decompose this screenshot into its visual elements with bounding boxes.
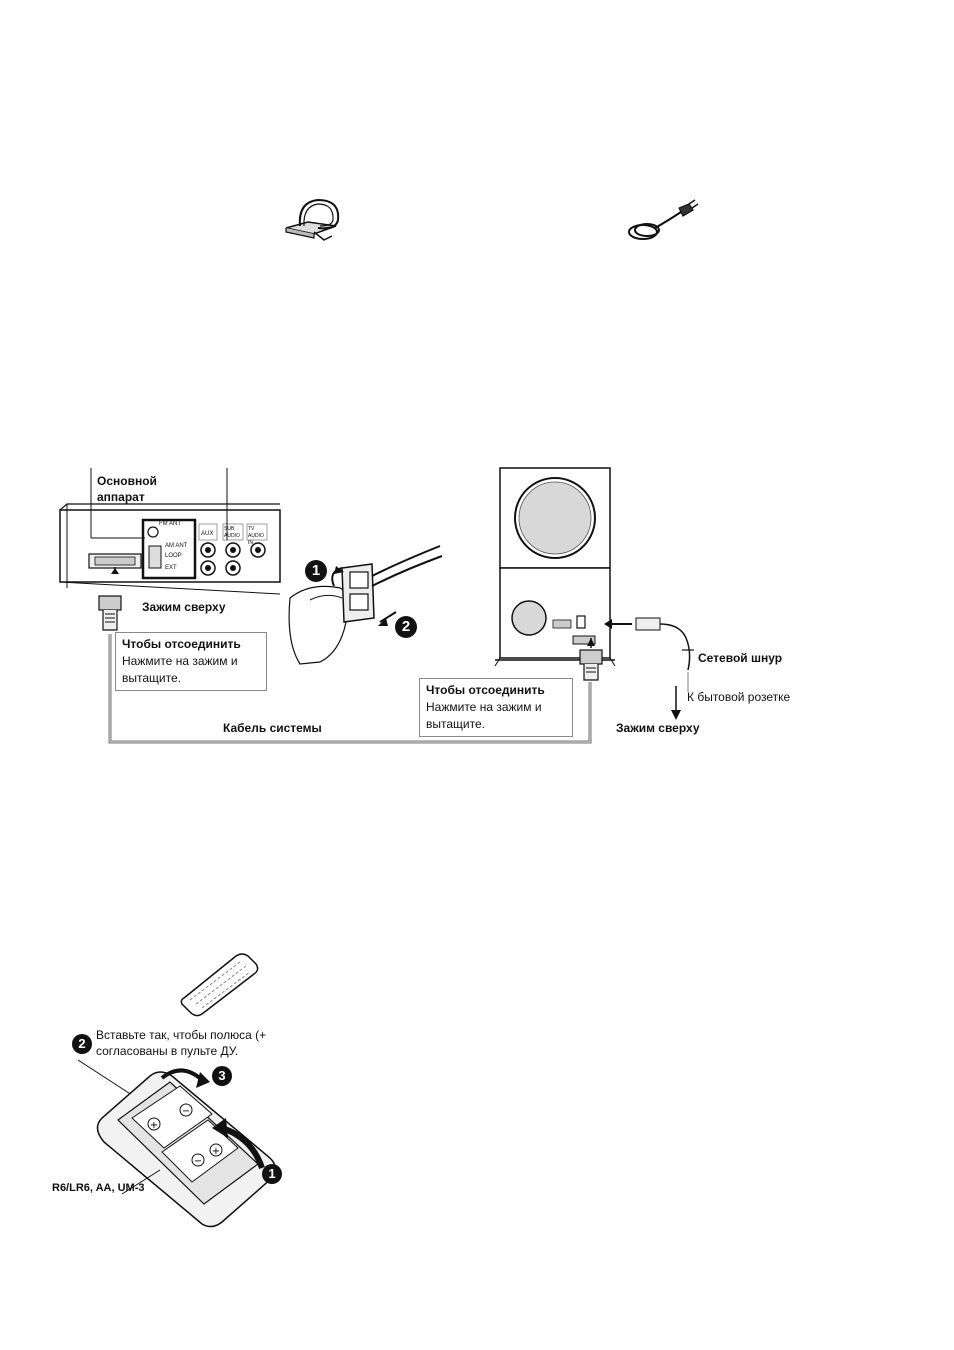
disconnect-right-line1: Нажмите на зажим и [426, 700, 542, 714]
disconnect-left-title: Чтобы отсоединить [122, 637, 241, 651]
clip-top-left-label: Зажим сверху [142, 600, 226, 614]
svg-text:+: + [212, 1146, 220, 1157]
disconnect-left-line1: Нажмите на зажим и [122, 654, 238, 668]
disconnect-left-line2: вытащите. [122, 671, 181, 685]
insert-instruction-line1: Вставьте так, чтобы полюса (+ [96, 1028, 267, 1042]
main-unit-label-line1: Основной [97, 474, 157, 488]
disconnect-left-box: Чтобы отсоединить Нажмите на зажим и выт… [115, 632, 267, 691]
sub-audio-label: SUB AUDIO [224, 526, 240, 539]
disconnect-right-title: Чтобы отсоединить [426, 683, 545, 697]
loop-label: LOOP [165, 553, 182, 559]
power-cord-line [604, 617, 694, 720]
main-unit-leader-lines [90, 468, 228, 540]
disconnect-right-line2: вытащите. [426, 717, 485, 731]
disconnect-right-box: Чтобы отсоединить Нажмите на зажим и выт… [419, 678, 573, 737]
aux-label: AUX [201, 531, 214, 537]
system-cable-label: Кабель системы [223, 721, 322, 735]
system-cable-line [108, 634, 592, 744]
power-cord-icon [628, 199, 699, 240]
hand-pressing-clip [288, 545, 443, 665]
left-cable-plug [98, 595, 122, 631]
loop-antenna-icon [285, 198, 340, 241]
right-cable-plug [579, 638, 603, 681]
am-ant-label: AM ANT [165, 543, 188, 549]
tv-audio-in-label: TV AUDIO IN [248, 526, 264, 546]
insert-instruction-line2: согласованы в пульте ДУ. [96, 1044, 239, 1058]
remote-battery-illustration: + − − + [77, 1059, 277, 1228]
remote-control-icon [180, 953, 259, 1017]
svg-text:+: + [150, 1120, 158, 1131]
svg-text:−: − [182, 1106, 190, 1117]
clip-top-right-label: Зажим сверху [616, 721, 700, 735]
step2-badge: 2 [395, 616, 417, 638]
remote-step2-badge: 2 [72, 1034, 92, 1054]
antenna-jack-panel [141, 518, 268, 580]
remote-step3-badge: 3 [212, 1066, 232, 1086]
connection-diagram: FM ANT AM ANT LOOP EXT AUX SUB AUDIO TV … [55, 460, 815, 760]
step1-badge: 1 [305, 560, 327, 582]
power-cord-label: Сетевой шнур [698, 651, 783, 665]
ext-label: EXT [165, 565, 177, 571]
fm-ant-label: FM ANT [159, 521, 181, 527]
battery-type-label: R6/LR6, AA, UM-3 [52, 1182, 145, 1194]
to-outlet-label: К бытовой розетке [687, 690, 791, 704]
main-unit-label-line2: аппарат [97, 490, 145, 504]
remote-step1-badge: 1 [262, 1164, 282, 1184]
svg-text:−: − [194, 1156, 202, 1167]
